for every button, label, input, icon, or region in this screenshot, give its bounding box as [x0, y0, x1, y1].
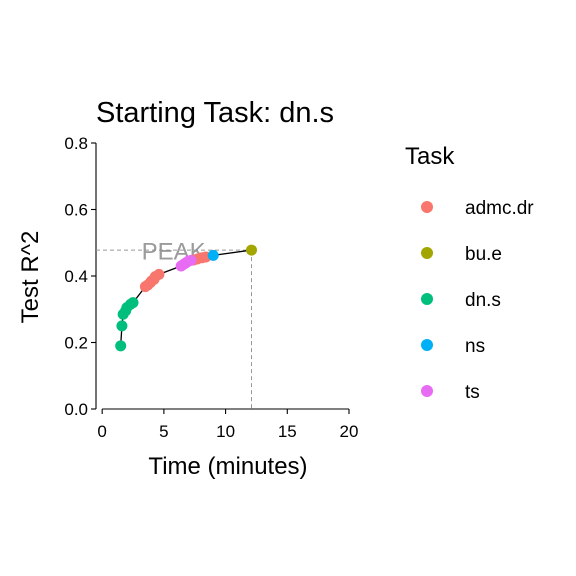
y-tick-label: 0.0 — [64, 400, 88, 419]
y-tick-label: 0.4 — [64, 267, 88, 286]
point-dn-s — [127, 297, 139, 309]
y-tick-label: 0.2 — [64, 334, 88, 353]
legend-key-dn-s — [421, 293, 433, 305]
point-dn-s — [115, 340, 127, 352]
point-ts — [185, 254, 197, 266]
x-tick-label: 5 — [159, 422, 168, 441]
y-axis-label: Test R^2 — [17, 231, 44, 324]
legend-label-dn-s: dn.s — [465, 290, 501, 311]
legend-key-ns — [421, 339, 433, 351]
chart-title: Starting Task: dn.s — [96, 97, 334, 129]
point-bu-e — [246, 244, 258, 256]
point-ns — [207, 249, 219, 261]
x-axis-label: Time (minutes) — [148, 453, 307, 480]
x-tick-label: 10 — [216, 422, 235, 441]
legend-key-admc-dr — [421, 201, 433, 213]
y-tick-label: 0.8 — [64, 134, 88, 153]
y-tick-label: 0.6 — [64, 201, 88, 220]
point-admc-dr — [153, 268, 165, 280]
legend: Task admc.dr bu.e dn.s ns ts — [405, 143, 534, 403]
legend-label-bu-e: bu.e — [465, 244, 502, 265]
point-dn-s — [116, 320, 128, 332]
legend-label-ts: ts — [465, 382, 480, 403]
legend-title: Task — [405, 143, 455, 170]
x-tick-label: 20 — [340, 422, 359, 441]
legend-label-admc-dr: admc.dr — [465, 198, 534, 219]
legend-key-bu-e — [421, 247, 433, 259]
x-tick-label: 0 — [97, 422, 106, 441]
legend-label-ns: ns — [465, 336, 485, 357]
legend-key-ts — [421, 385, 433, 397]
x-tick-label: 15 — [278, 422, 297, 441]
